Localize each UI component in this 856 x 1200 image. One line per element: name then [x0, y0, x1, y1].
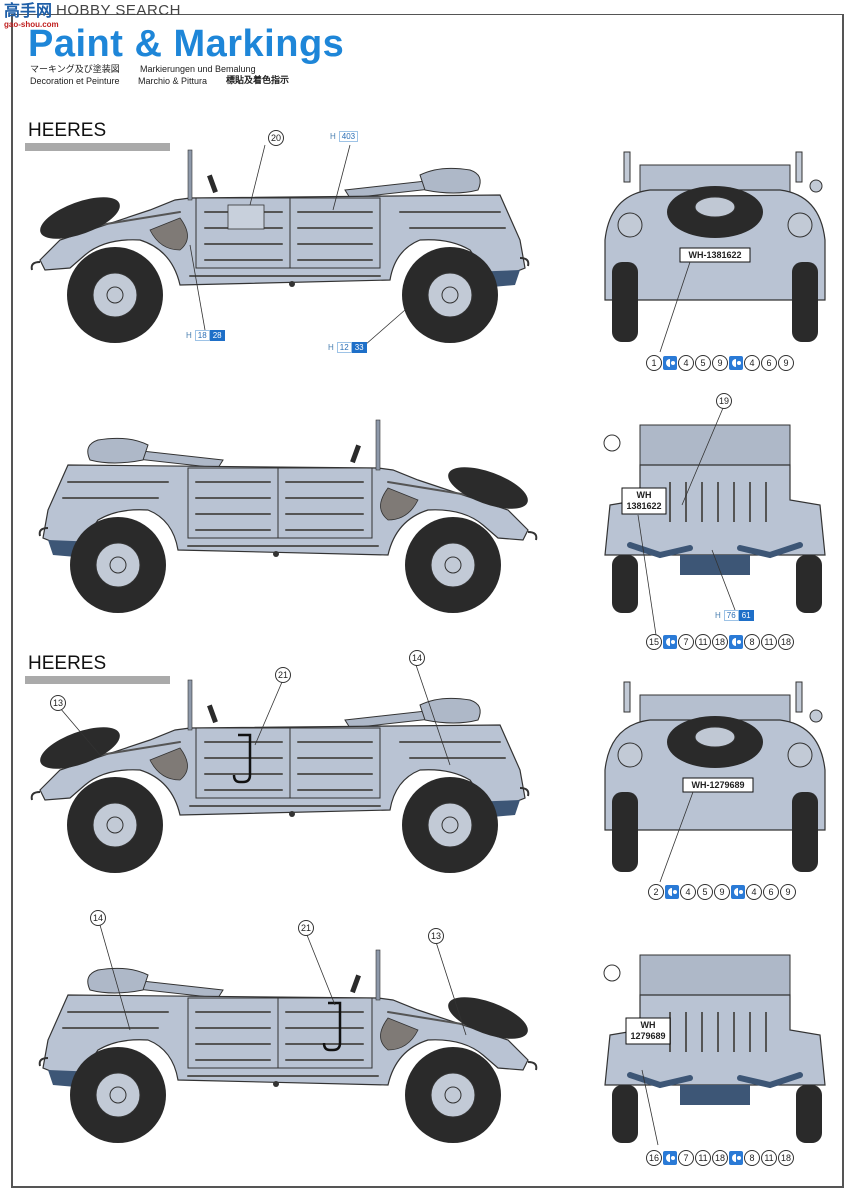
decal-number: 7 — [678, 634, 694, 650]
callout-decal: 21 — [298, 920, 314, 936]
license-plate: WH 1381622 — [622, 490, 666, 512]
code-a: 18 — [194, 330, 210, 341]
page-frame — [11, 14, 844, 1188]
paint-icon — [663, 1151, 677, 1165]
decal-number: 11 — [695, 634, 711, 650]
plate-line-2: 1279689 — [630, 1031, 666, 1041]
code-a: 403 — [338, 131, 359, 142]
decal-list: 16 7 11 18 8 11 18 — [646, 1150, 794, 1166]
code-prefix: H — [328, 343, 334, 352]
decal-number: 4 — [744, 355, 760, 371]
decal-number: 15 — [646, 634, 662, 650]
watermark-url: gao-shou.com — [4, 20, 59, 29]
decal-number: 5 — [695, 355, 711, 371]
section-title-1: HEERES — [28, 120, 107, 141]
decal-number: 5 — [697, 884, 713, 900]
callout-decal: 13 — [50, 695, 66, 711]
callout-decal: 14 — [90, 910, 106, 926]
decal-list: 15 7 11 18 8 11 18 — [646, 634, 794, 650]
callout-decal: 13 — [428, 928, 444, 944]
subtitle-jp: マーキング及び塗装図 — [30, 64, 120, 74]
decal-number: 2 — [648, 884, 664, 900]
paint-icon — [729, 635, 743, 649]
decal-number: 9 — [778, 355, 794, 371]
paint-icon — [731, 885, 745, 899]
license-plate: WH-1381622 — [688, 250, 742, 260]
decal-number: 6 — [763, 884, 779, 900]
decal-number: 16 — [646, 1150, 662, 1166]
code-prefix: H — [186, 331, 192, 340]
paint-icon — [663, 356, 677, 370]
subtitle-it: Marchio & Pittura — [138, 76, 208, 86]
plate-line-2: 1381622 — [626, 501, 662, 511]
callout-decal: 19 — [716, 393, 732, 409]
callout-decal: 20 — [268, 130, 284, 146]
color-code: H 76 61 — [715, 610, 754, 621]
section-title-2: HEERES — [28, 653, 107, 674]
decal-number: 11 — [761, 1150, 777, 1166]
decal-number: 9 — [712, 355, 728, 371]
decal-number: 11 — [695, 1150, 711, 1166]
section-bar-2 — [25, 676, 170, 684]
decal-number: 8 — [744, 634, 760, 650]
callout-decal: 21 — [275, 667, 291, 683]
code-a: 76 — [723, 610, 739, 621]
paint-icon — [729, 356, 743, 370]
decal-number: 4 — [678, 355, 694, 371]
license-plate: WH-1279689 — [691, 780, 745, 790]
code-prefix: H — [715, 611, 721, 620]
decal-number: 1 — [646, 355, 662, 371]
code-b: 28 — [209, 330, 225, 341]
decal-number: 18 — [712, 1150, 728, 1166]
paint-icon — [663, 635, 677, 649]
decal-number: 4 — [746, 884, 762, 900]
watermark-en: HOBBY SEARCH — [56, 2, 181, 19]
decal-number: 4 — [680, 884, 696, 900]
decal-number: 8 — [744, 1150, 760, 1166]
color-code: H 12 33 — [328, 342, 367, 353]
callout-decal: 14 — [409, 650, 425, 666]
subtitle-de: Markierungen und Bemalung — [140, 64, 256, 74]
code-prefix: H — [330, 132, 336, 141]
license-plate: WH 1279689 — [626, 1020, 670, 1042]
code-b: 33 — [351, 342, 367, 353]
paint-icon — [665, 885, 679, 899]
paint-icon — [729, 1151, 743, 1165]
decal-number: 6 — [761, 355, 777, 371]
decal-number: 9 — [780, 884, 796, 900]
code-a: 12 — [336, 342, 352, 353]
watermark: 高手网 HOBBY SEARCH — [4, 2, 181, 34]
decal-number: 9 — [714, 884, 730, 900]
page-title: Paint & Markings — [28, 23, 345, 65]
decal-number: 18 — [712, 634, 728, 650]
watermark-cn: 高手网 — [4, 1, 53, 20]
code-b: 61 — [738, 610, 754, 621]
subtitle-fr: Decoration et Peinture — [30, 76, 120, 86]
plate-line-1: WH — [636, 490, 652, 500]
decal-list: 2 4 5 9 4 6 9 — [648, 884, 796, 900]
decal-number: 11 — [761, 634, 777, 650]
color-code: H 18 28 — [186, 330, 225, 341]
decal-number: 18 — [778, 1150, 794, 1166]
color-code: H 403 — [330, 131, 359, 142]
subtitle-cn: 標貼及着色指示 — [226, 75, 290, 85]
decal-list: 1 4 5 9 4 6 9 — [646, 355, 794, 371]
section-bar-1 — [25, 143, 170, 151]
plate-line-1: WH — [640, 1020, 656, 1030]
decal-number: 7 — [678, 1150, 694, 1166]
decal-number: 18 — [778, 634, 794, 650]
